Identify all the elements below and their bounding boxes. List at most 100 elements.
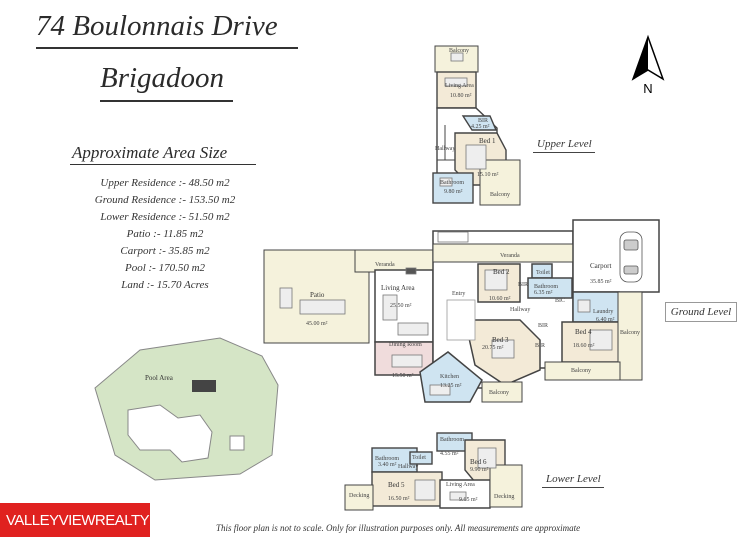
area-item-pool: Pool :- 170.50 m2 <box>124 262 206 274</box>
room-label-bed3: Bed 3 <box>492 336 509 344</box>
room-label-laundry: Laundry <box>593 309 613 315</box>
lower-level-plan <box>344 432 523 511</box>
room-label-entry: Entry <box>452 291 465 297</box>
upper-level-underline <box>533 152 595 153</box>
room-label-bathroom-upper: Bathroom <box>440 180 464 186</box>
room-label-bed4-area: 18.60 m² <box>573 343 595 349</box>
outdoor-table <box>192 380 216 392</box>
lower-furniture <box>414 447 497 501</box>
room-label-bir-bed2: BIR <box>518 282 528 288</box>
room-label-decking-left: Decking <box>349 493 369 499</box>
room-label-balcony-right: Balcony <box>620 330 640 336</box>
pool-shape <box>127 404 213 463</box>
room-label-toilet-ground: Toilet <box>536 270 550 276</box>
room-label-bathroom-lower-b-area: 4.55 m² <box>440 451 459 457</box>
room-label-patio-area: 45.00 m² <box>306 321 328 327</box>
room-label-bed6: Bed 6 <box>470 458 487 466</box>
room-label-bathroom-upper-area: 9.80 m² <box>444 189 463 195</box>
area-item-carport: Carport :- 35.85 m2 <box>120 245 210 257</box>
room-label-living-lower-area: 9.65 m² <box>459 497 478 503</box>
ground-furniture <box>279 231 613 396</box>
area-item-lower: Lower Residence :- 51.50 m2 <box>100 211 230 223</box>
room-label-veranda-left: Veranda <box>375 262 395 268</box>
area-heading-underline <box>70 164 256 165</box>
room-label-decking-right: Decking <box>494 494 514 500</box>
upper-level-label: Upper Level <box>537 138 592 150</box>
room-label-balcony-ground: Balcony <box>571 368 591 374</box>
room-label-bed2-area: 10.60 m² <box>489 296 511 302</box>
area-item-ground: Ground Residence :- 153.50 m2 <box>94 194 236 206</box>
room-label-carport-area: 35.85 m² <box>590 279 612 285</box>
room-label-bir-bed3a: BIR <box>538 323 548 329</box>
room-label-living-upper-area: 10.80 m² <box>450 93 472 99</box>
title-underline <box>36 47 298 49</box>
veranda-left <box>354 249 434 273</box>
room-label-toilet-lower: Toilet <box>412 455 426 461</box>
room-label-balcony-upper: Balcony <box>490 192 510 198</box>
room-label-kitchen: Kitchen <box>440 374 459 380</box>
room-label-living-ground: Living Area <box>381 284 416 292</box>
upper-living-area <box>436 71 477 109</box>
upper-bir <box>461 115 498 131</box>
room-label-patio: Patio <box>310 291 325 299</box>
room-label-dining-area: 15.50 m² <box>392 373 414 379</box>
area-item-upper: Upper Residence :- 48.50 m2 <box>100 177 230 189</box>
room-label-hallway-ground: Hallway <box>510 307 530 313</box>
room-label-bed5-area: 16.50 m² <box>388 496 410 502</box>
room-label-bed6-area: 9.90 m² <box>470 467 489 473</box>
room-label-bed5: Bed 5 <box>388 481 405 489</box>
room-label-carport: Carport <box>590 262 611 270</box>
brand-logo: VALLEYVIEWREALTY <box>0 503 150 537</box>
room-label-balcony-kitchen: Balcony <box>489 390 509 396</box>
upper-bathroom <box>432 172 474 204</box>
room-label-bir-upper-area: 4.25 m² <box>471 124 490 130</box>
room-labels: Balcony Living Area 10.80 m² BIR 4.25 m²… <box>145 48 640 503</box>
disclaimer-text: This floor plan is not to scale. Only fo… <box>216 523 581 533</box>
brand-logo-text: VALLEYVIEWREALTY <box>6 512 150 529</box>
lower-level-underline <box>542 487 604 488</box>
balcony-kitchen <box>481 381 523 403</box>
room-label-hallway-lower: Hallway <box>398 464 418 470</box>
room-label-bathroom-lower-b: Bathroom <box>440 437 464 443</box>
lower-toilet <box>409 451 433 465</box>
room-label-bed2: Bed 2 <box>493 268 510 276</box>
ground-bathroom <box>527 277 573 299</box>
area-item-patio: Patio :- 11.85 m2 <box>126 228 204 240</box>
room-label-laundry-area: 6.40 m² <box>596 317 615 323</box>
room-label-bathroom-ground: Bathroom <box>534 284 558 290</box>
room-label-balcony-top: Balcony <box>449 48 469 54</box>
balcony-right <box>617 291 643 381</box>
room-label-bed1: Bed 1 <box>479 137 496 145</box>
room-label-bathroom-ground-area: 6.35 m² <box>534 290 553 296</box>
room-label-dining: Dining Room <box>389 342 422 348</box>
room-label-bir-bed3b: BIR <box>535 343 545 349</box>
room-label-hallway-upper: Hallway <box>435 146 455 152</box>
area-size-heading: Approximate Area Size <box>72 143 228 162</box>
room-label-bed1-area: 15.10 m² <box>477 172 499 178</box>
suburb-underline <box>100 100 233 102</box>
north-label: N <box>643 81 652 96</box>
property-address: 74 Boulonnais Drive <box>36 10 278 42</box>
room-label-bic: BIC <box>555 298 565 304</box>
ground-level-label: Ground Level <box>665 302 737 322</box>
pool-equipment <box>229 435 245 451</box>
car-icon <box>619 231 643 283</box>
room-label-pool-area: Pool Area <box>145 374 174 382</box>
room-label-bathroom-lower-a-area: 3.40 m² <box>378 462 397 468</box>
room-label-living-lower: Living Area <box>446 482 475 488</box>
room-label-bed3-area: 20.75 m² <box>482 345 504 351</box>
room-label-bir-upper: BIR <box>478 118 488 124</box>
lower-level-label: Lower Level <box>546 473 601 485</box>
pool-area <box>94 337 279 481</box>
room-label-veranda-top: Veranda <box>500 253 520 259</box>
room-label-living-upper: Living Area <box>445 83 474 89</box>
room-label-kitchen-area: 13.25 m² <box>440 383 462 389</box>
upper-furniture <box>439 52 487 187</box>
room-label-bathroom-lower-a: Bathroom <box>375 456 399 462</box>
area-size-list: Upper Residence :- 48.50 m2 Ground Resid… <box>60 175 270 294</box>
room-label-living-ground-area: 25.50 m² <box>390 303 412 309</box>
room-label-bed4: Bed 4 <box>575 328 592 336</box>
decking-left <box>344 484 374 511</box>
upper-balcony-right <box>479 159 521 206</box>
